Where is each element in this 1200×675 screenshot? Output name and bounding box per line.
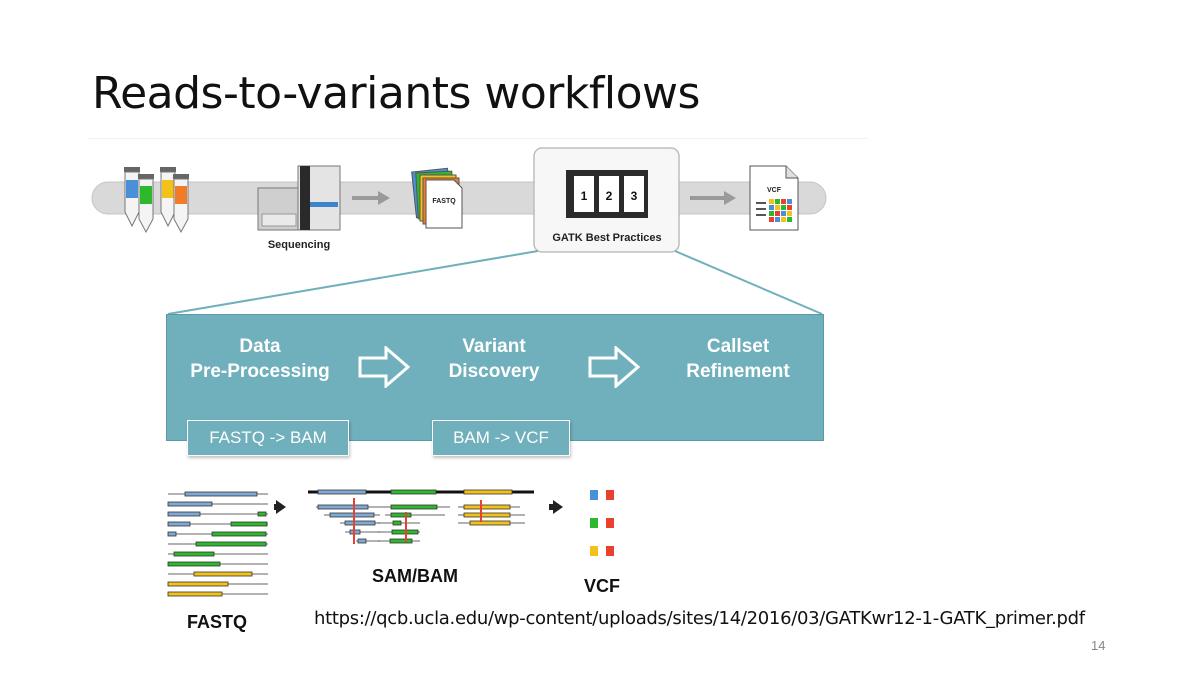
sam-bam-alignment-illustration (308, 489, 534, 544)
gatk-label: GATK Best Practices (552, 232, 661, 244)
zoom-line-right (674, 250, 823, 315)
variant-markers (353, 498, 482, 544)
conversion-bam-to-vcf: BAM -> VCF (432, 420, 570, 456)
arrow-fastq-to-bam-stem (274, 504, 278, 510)
arrow-fastq-to-bam (276, 500, 286, 514)
best-practices-stages-panel (166, 314, 824, 441)
sample-tubes-icon (124, 167, 189, 234)
fastq-doc-label: FASTQ (432, 198, 456, 205)
gatk-step-1: 1 (581, 189, 588, 203)
gatk-step-3: 3 (631, 189, 638, 203)
sam-bam-label: SAM/BAM (372, 566, 458, 586)
source-url[interactable]: https://qcb.ucla.edu/wp-content/uploads/… (314, 608, 1085, 629)
fastq-reads-illustration (167, 491, 268, 597)
vcf-document-icon: VCF (749, 165, 799, 231)
gatk-best-practices-box: 1 2 3 GATK Best Practices (533, 147, 680, 253)
conversion-fastq-to-bam: FASTQ -> BAM (187, 420, 349, 456)
vcf-variant-squares (590, 490, 614, 556)
stage-callset-refinement: Callset Refinement (686, 336, 790, 382)
sequencing-label: Sequencing (268, 239, 330, 251)
zoom-line-left (167, 250, 539, 315)
arrow-bam-to-vcf (553, 500, 563, 514)
slide-title: Reads-to-variants workflows (92, 68, 700, 119)
stage-variant-discovery: Variant Discovery (448, 336, 540, 382)
pipe-arrow-1 (352, 191, 390, 205)
title-divider (88, 138, 868, 139)
fastq-document-icon: FASTQ (411, 167, 463, 229)
stage-arrow-2-icon (588, 346, 640, 388)
stage-data-preprocessing: Data Pre-Processing (190, 336, 330, 382)
stage-arrow-1-icon (358, 346, 410, 388)
gatk-step-2: 2 (606, 189, 613, 203)
fastq-label: FASTQ (187, 612, 248, 632)
vcf-label: VCF (584, 576, 620, 596)
arrow-bam-to-vcf-stem (549, 504, 554, 510)
sequencer-icon (257, 165, 341, 231)
vcf-doc-label: VCF (767, 187, 782, 194)
pipe-arrow-2 (690, 191, 736, 205)
page-number: 14 (1091, 638, 1106, 653)
